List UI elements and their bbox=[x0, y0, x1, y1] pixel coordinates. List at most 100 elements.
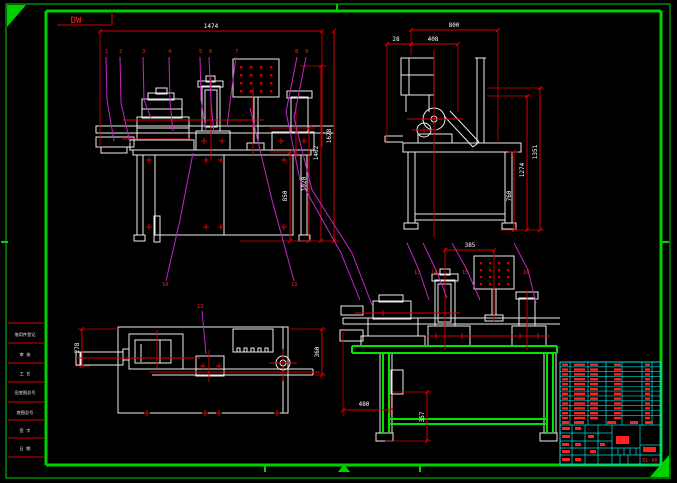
aux_view-panel-button[interactable] bbox=[489, 276, 492, 279]
plan_view-outline[interactable] bbox=[195, 355, 225, 377]
aux_view-outline[interactable] bbox=[437, 283, 452, 323]
aux_view-panel-button[interactable] bbox=[480, 283, 483, 286]
part-number[interactable]: 16 bbox=[523, 270, 530, 276]
plan_view-outline[interactable] bbox=[243, 347, 248, 353]
front_view-panel-button[interactable] bbox=[250, 90, 253, 93]
side_view-outline[interactable] bbox=[407, 151, 416, 224]
plan_view-outline[interactable] bbox=[236, 347, 241, 353]
part-number[interactable]: 11 bbox=[291, 282, 298, 288]
part-number[interactable]: 4 bbox=[168, 49, 172, 55]
aux_view[interactable] bbox=[339, 248, 560, 442]
dim-value[interactable]: 850 bbox=[282, 190, 289, 201]
aux_view-outline[interactable] bbox=[340, 305, 364, 316]
side_view-outline[interactable] bbox=[403, 222, 419, 230]
aux_view-panel-button[interactable] bbox=[507, 276, 510, 279]
aux_view-panel-button[interactable] bbox=[498, 276, 501, 279]
dim-arrow[interactable] bbox=[331, 28, 337, 34]
front_view-outline[interactable] bbox=[95, 136, 135, 148]
front_view-panel-button[interactable] bbox=[240, 66, 243, 69]
dim-value[interactable]: 357 bbox=[419, 411, 426, 422]
side_view-outline[interactable] bbox=[501, 222, 517, 230]
side_view-edge[interactable] bbox=[449, 110, 480, 143]
aux_view-panel-button[interactable] bbox=[498, 262, 501, 265]
leader-line[interactable] bbox=[199, 56, 207, 132]
side_view-outline[interactable] bbox=[417, 133, 453, 144]
aux_view-panel-button[interactable] bbox=[480, 262, 483, 265]
dim-value[interactable]: 408 bbox=[428, 36, 439, 43]
front_view-panel-button[interactable] bbox=[250, 74, 253, 77]
dim-arrow[interactable] bbox=[79, 326, 85, 332]
leader-line[interactable] bbox=[168, 56, 174, 132]
aux_view-panel-button[interactable] bbox=[498, 269, 501, 272]
plan_view-outline[interactable] bbox=[257, 347, 262, 353]
front_view-panel-button[interactable] bbox=[240, 74, 243, 77]
dim-value[interactable]: 385 bbox=[465, 242, 476, 249]
front_view-panel-button[interactable] bbox=[270, 90, 273, 93]
aux_view-outline[interactable] bbox=[375, 432, 394, 442]
leader-line[interactable] bbox=[249, 107, 295, 282]
front_view-panel-button[interactable] bbox=[260, 90, 263, 93]
dim-value[interactable]: 1020 bbox=[301, 176, 308, 191]
plan_view-outline[interactable] bbox=[250, 347, 255, 353]
aux_view-outline[interactable] bbox=[339, 329, 364, 342]
leader-line[interactable] bbox=[513, 242, 537, 304]
front_view-outline[interactable] bbox=[132, 149, 312, 156]
dim-value[interactable]: 1402 bbox=[313, 145, 320, 160]
dim-arrow[interactable] bbox=[319, 28, 325, 34]
plan_view[interactable] bbox=[75, 326, 320, 416]
side_view-edge[interactable] bbox=[472, 141, 480, 148]
aux_view-panel-button[interactable] bbox=[489, 283, 492, 286]
dim-arrow[interactable] bbox=[537, 85, 543, 91]
dim-value[interactable]: 760 bbox=[506, 190, 513, 201]
leader-line[interactable] bbox=[142, 56, 152, 119]
front_view-outline[interactable] bbox=[155, 87, 168, 95]
part-number[interactable]: 2 bbox=[119, 49, 122, 55]
dim-arrow[interactable] bbox=[97, 28, 103, 34]
dim-arrow[interactable] bbox=[318, 63, 324, 69]
part-number[interactable]: 5 bbox=[199, 49, 202, 55]
part-number[interactable]: 10 bbox=[162, 282, 169, 288]
aux_view-panel-button[interactable] bbox=[489, 269, 492, 272]
front_view-outline[interactable] bbox=[133, 234, 146, 242]
front_view-outline[interactable] bbox=[136, 154, 144, 236]
dim-arrow[interactable] bbox=[442, 247, 448, 253]
leader-line[interactable] bbox=[406, 242, 430, 301]
front_view-panel-button[interactable] bbox=[260, 66, 263, 69]
dim-value[interactable]: 1351 bbox=[532, 144, 539, 159]
leader-line[interactable] bbox=[226, 56, 237, 128]
dim-arrow[interactable] bbox=[511, 149, 517, 155]
dim-arrow[interactable] bbox=[319, 372, 325, 378]
aux_view-outline[interactable] bbox=[360, 335, 426, 347]
front_view-panel-button[interactable] bbox=[260, 74, 263, 77]
front_view-outline[interactable] bbox=[129, 139, 195, 151]
dimensions[interactable]: 1474850102014021628800408287601274135127… bbox=[74, 22, 544, 444]
side_view-outline[interactable] bbox=[504, 151, 513, 224]
plan_view-outline[interactable] bbox=[128, 333, 184, 370]
leader-line[interactable] bbox=[119, 56, 131, 144]
front_view-panel-button[interactable] bbox=[250, 66, 253, 69]
front_view-panel-button[interactable] bbox=[240, 82, 243, 85]
plan_view-outline[interactable] bbox=[232, 328, 274, 353]
leader-line[interactable] bbox=[422, 242, 448, 299]
dim-arrow[interactable] bbox=[319, 326, 325, 332]
part-number[interactable]: 8 bbox=[295, 49, 298, 55]
dim-arrow[interactable] bbox=[537, 227, 543, 233]
front_view-panel-button[interactable] bbox=[260, 82, 263, 85]
leader-line[interactable] bbox=[165, 152, 194, 282]
part-number[interactable]: 9 bbox=[305, 49, 308, 55]
part-number[interactable]: 14 bbox=[431, 270, 438, 276]
front_view-panel-button[interactable] bbox=[270, 66, 273, 69]
aux_view-panel-button[interactable] bbox=[480, 276, 483, 279]
plan_view-outline[interactable] bbox=[264, 347, 269, 353]
front_view-panel-button[interactable] bbox=[250, 82, 253, 85]
dim-arrow[interactable] bbox=[340, 407, 346, 413]
part-number[interactable]: 12 bbox=[197, 304, 204, 310]
front_view-panel-button[interactable] bbox=[240, 90, 243, 93]
dim-arrow[interactable] bbox=[524, 93, 530, 99]
leader-line[interactable] bbox=[451, 242, 481, 301]
aux_view-outline[interactable] bbox=[390, 369, 404, 395]
front_view[interactable] bbox=[95, 58, 335, 243]
part-number[interactable]: 6 bbox=[209, 49, 212, 55]
dim-arrow[interactable] bbox=[388, 407, 394, 413]
